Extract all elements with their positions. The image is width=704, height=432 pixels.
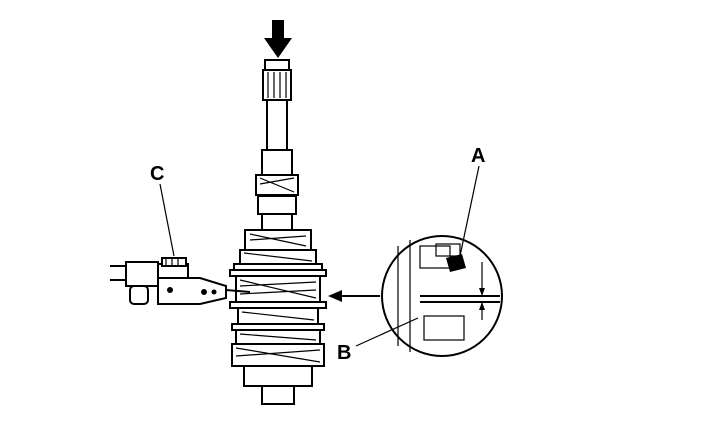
detail-view — [381, 235, 503, 357]
dial-indicator — [110, 257, 251, 305]
leader-c — [159, 183, 175, 257]
mainshaft — [255, 59, 299, 231]
gear-stack — [229, 229, 327, 405]
leader-b — [355, 317, 419, 347]
arrow-left-icon — [328, 290, 380, 302]
label-b: B — [337, 342, 351, 364]
leader-a — [459, 165, 480, 257]
arrow-down-icon — [264, 20, 292, 58]
label-c: C — [150, 163, 164, 185]
label-a: A — [471, 145, 485, 167]
